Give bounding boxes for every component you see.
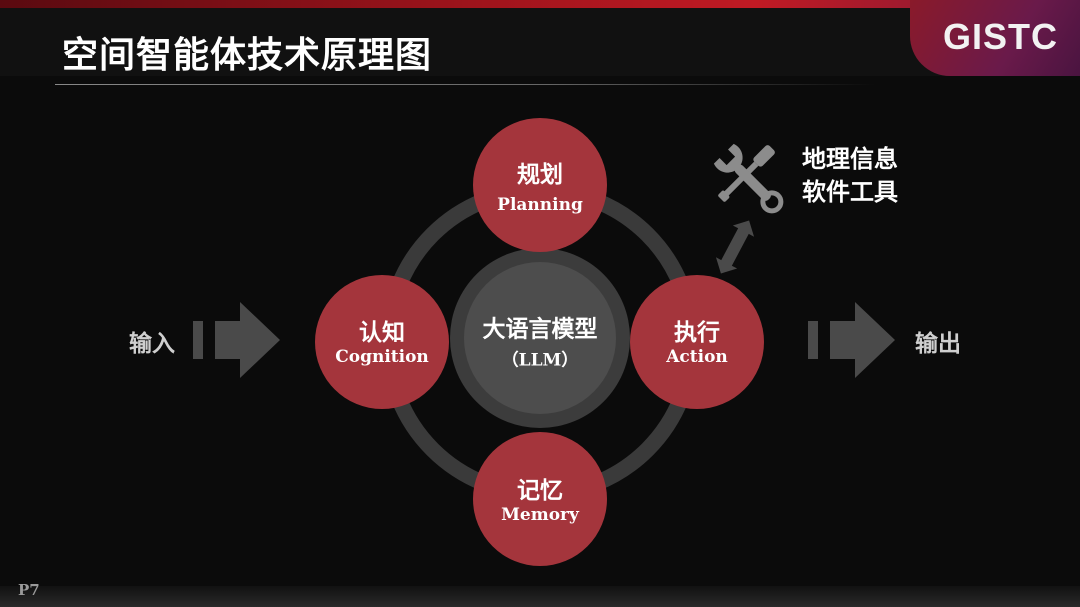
llm-label-cn: 大语言模型 [482,316,598,343]
memory-label-en: Memory [501,505,579,525]
bottom-bar [0,586,1080,607]
action-label: 执行 Action [666,313,728,367]
llm-center-inner [464,262,616,414]
action-node [630,275,764,409]
output-label: 输出 [915,331,961,357]
memory-node [473,432,607,566]
llm-label: 大语言模型 （LLM） [483,310,598,371]
title-divider [55,84,875,85]
planning-label-cn: 规划 [517,162,563,188]
planning-label: 规划 Planning [497,155,583,215]
cognition-label: 认知 Cognition [335,313,429,367]
output-arrow [808,302,895,378]
input-arrow [193,302,280,378]
memory-label-cn: 记忆 [516,478,563,504]
action-label-en: Action [666,347,728,367]
planning-node [473,118,607,252]
logo-area: GISTC [910,0,1080,76]
wrench-screwdriver-icon [713,143,784,214]
cognition-node [315,275,449,409]
cognition-label-en: Cognition [335,347,429,367]
slide-header [0,8,1080,76]
gis-tools-label-line2: 软件工具 [802,178,898,206]
cognition-label-cn: 认知 [359,320,405,346]
llm-label-en: （LLM） [501,350,579,371]
planning-label-en: Planning [497,195,583,215]
input-label: 输入 [129,331,175,357]
memory-label: 记忆 Memory [501,471,579,525]
slide-title: 空间智能体技术原理图 [62,35,433,76]
action-label-cn: 执行 [674,320,720,346]
gis-tools-label-line1: 地理信息 [802,145,898,173]
gis-tools-label: 地理信息 软件工具 [802,143,898,209]
tools-double-arrow [715,220,755,274]
gistc-logo: GISTC [942,16,1058,57]
page-number: P7 [18,581,40,599]
